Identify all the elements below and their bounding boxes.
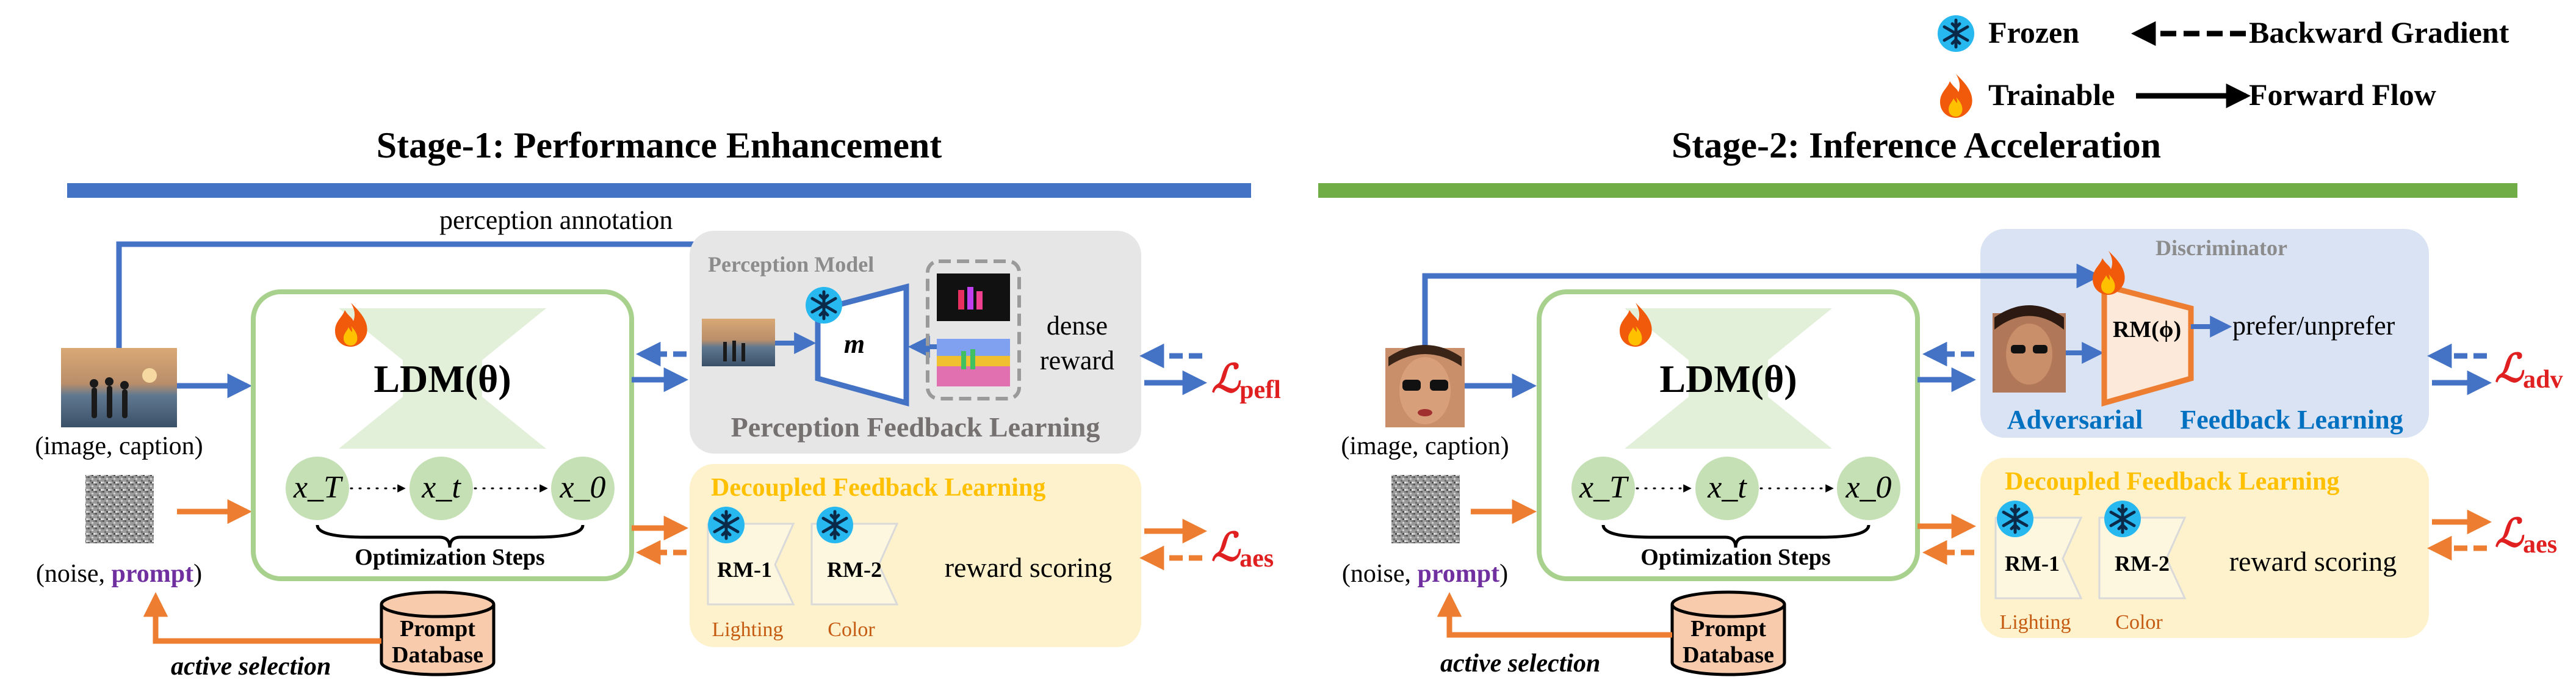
stage2-title-bar xyxy=(1318,183,2517,198)
stage2-adversarial-feedback-label: Feedback Learning xyxy=(2180,405,2403,435)
stage2-reward-scoring-label: reward scoring xyxy=(2229,546,2397,577)
stage1-noise-image xyxy=(85,475,154,543)
stage2-title: Stage-2: Inference Acceleration xyxy=(1672,125,2161,165)
stage1-perception-m-label: m xyxy=(844,329,865,359)
stage1-annotation-image-bottom xyxy=(937,339,1010,386)
stage1-title-bar xyxy=(67,183,1251,198)
stage1-rm2-shape xyxy=(810,523,899,606)
legend-forward-label: Forward Flow xyxy=(2249,78,2436,112)
stage2-decoupled-label: Decoupled Feedback Learning xyxy=(2005,468,2339,496)
stage1-active-selection-label: active selection xyxy=(171,653,331,681)
legend: Frozen Trainable Backward Gradient Forwa… xyxy=(1938,15,2509,118)
stage2-prompt-database xyxy=(1670,590,1786,676)
stage2-node-x0-label: x_0 xyxy=(1845,470,1891,505)
stage2-active-selection-label: active selection xyxy=(1440,650,1600,678)
stage2-input-label: (image, caption) xyxy=(1341,432,1509,460)
stage1-perception-snowflake-icon xyxy=(806,287,842,324)
stage1-db-line2: Database xyxy=(392,642,483,668)
stage2-rm2-shape xyxy=(2098,516,2187,599)
stage1-node-x0-label: x_0 xyxy=(559,470,605,505)
frozen-snowflake-icon xyxy=(1938,15,1974,52)
stage2-rm1-snowflake-icon xyxy=(1997,501,2033,537)
stage1-annotation-image-top xyxy=(937,273,1010,321)
stage1-perception-model-shape xyxy=(815,283,909,407)
stage1-input-image xyxy=(61,348,177,427)
stage2-discriminator-image xyxy=(1993,305,2066,393)
stage2-noise-label: (noise, prompt) xyxy=(1342,560,1508,588)
stage1-active-selection-arrow xyxy=(143,592,381,644)
stage2-rm2-snowflake-icon xyxy=(2104,501,2141,537)
stage2-db-line2: Database xyxy=(1683,642,1774,668)
stage1-loss-aes: ℒaes xyxy=(1211,526,1274,573)
stage1-dense-label: dense xyxy=(1047,311,1108,341)
stage2-rm1-shape xyxy=(1994,516,2083,599)
stage2-noise-image xyxy=(1391,475,1460,543)
stage1-rm1-label: RM-1 xyxy=(717,557,772,582)
stage1-perception-model-label: Perception Model xyxy=(708,252,874,277)
stage1-rm1-shape xyxy=(707,523,795,606)
stage2-rm1-label: RM-1 xyxy=(2005,551,2060,576)
stage1-title: Stage-1: Performance Enhancement xyxy=(377,125,942,165)
stage2-lighting-label: Lighting xyxy=(1999,611,2071,634)
stage2-color-label: Color xyxy=(2115,611,2163,634)
stage2-rm-phi-label: RM(ϕ) xyxy=(2113,317,2181,342)
stage1-node-x0 xyxy=(551,457,615,520)
stage1-color-label: Color xyxy=(828,618,875,641)
stage2-loss-adv: ℒadv xyxy=(2495,347,2563,394)
stage1-rm1-snowflake-icon xyxy=(708,507,745,543)
stage2-decoupled-panel xyxy=(1980,458,2429,638)
stage2-rm2-label: RM-2 xyxy=(2115,551,2170,576)
legend-trainable-label: Trainable xyxy=(1988,78,2115,112)
stage1-perception-feedback-label: Perception Feedback Learning xyxy=(731,411,1100,443)
stage1-reward-label: reward xyxy=(1040,346,1114,375)
stage1-node-xt-label: x_t xyxy=(421,470,461,505)
stage1-node-xt xyxy=(409,457,473,520)
stage2-db-line1: Prompt xyxy=(1690,616,1766,642)
stage2-node-xt-label: x_t xyxy=(1707,470,1747,505)
stage2-node-xT-label: x_T xyxy=(1579,470,1629,505)
stage1-ldm-shape xyxy=(339,308,546,449)
stage1: Stage-1: Performance Enhancement percept… xyxy=(35,125,1280,681)
stage2-rm-phi-shape xyxy=(2101,282,2194,407)
stage2-node-x0 xyxy=(1837,457,1900,520)
legend-frozen-label: Frozen xyxy=(1988,15,2079,49)
stage2: Stage-2: Inference Acceleration (image, … xyxy=(1318,125,2563,678)
stage2-node-xt xyxy=(1695,457,1759,520)
stage1-lighting-label: Lighting xyxy=(712,618,783,641)
stage1-prompt-database xyxy=(380,590,496,676)
stage1-perception-annotation-label: perception annotation xyxy=(439,205,673,235)
stage1-steps-brace xyxy=(316,524,585,548)
stage2-ldm-label: LDM(θ) xyxy=(1659,357,1797,400)
stage1-noise-label: (noise, prompt) xyxy=(36,560,202,588)
stage2-discriminator-label: Discriminator xyxy=(2156,236,2287,260)
stage1-steps-label: Optimization Steps xyxy=(355,545,544,570)
trainable-fire-icon xyxy=(1940,74,1972,118)
stage2-ldm-shape xyxy=(1625,308,1832,449)
stage1-node-xT-label: x_T xyxy=(293,470,343,505)
stage1-reward-scoring-label: reward scoring xyxy=(945,552,1113,583)
stage1-node-xT xyxy=(286,457,349,520)
stage2-prefer-label: prefer/unprefer xyxy=(2232,311,2395,341)
stage2-image-discriminator-arrow xyxy=(1422,263,2102,348)
stage1-ldm-label: LDM(θ) xyxy=(373,357,511,400)
stage1-db-line1: Prompt xyxy=(400,616,475,642)
stage2-adversarial-label: Adversarial xyxy=(2007,405,2143,435)
stage1-loss-pefl: ℒpefl xyxy=(1211,357,1281,404)
stage1-decoupled-panel xyxy=(690,464,1141,647)
stage2-node-xT xyxy=(1571,457,1635,520)
stage1-rm2-label: RM-2 xyxy=(827,557,882,582)
stage1-decoupled-label: Decoupled Feedback Learning xyxy=(711,474,1045,502)
stage1-perception-small-image xyxy=(702,319,775,366)
stage2-loss-aes: ℒaes xyxy=(2495,512,2557,559)
legend-backward-label: Backward Gradient xyxy=(2249,15,2509,49)
stage1-input-label: (image, caption) xyxy=(35,432,203,460)
stage1-rm2-snowflake-icon xyxy=(817,507,853,543)
stage2-active-selection-arrow xyxy=(1437,592,1672,638)
stage2-steps-brace xyxy=(1601,524,1871,548)
stage2-input-image xyxy=(1385,345,1465,427)
stage2-steps-label: Optimization Steps xyxy=(1640,545,1830,570)
